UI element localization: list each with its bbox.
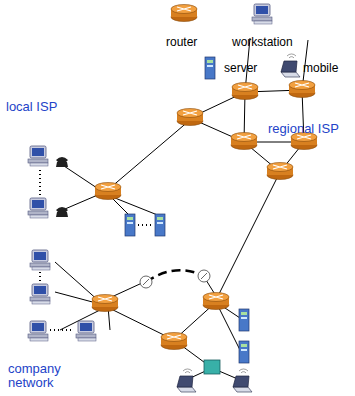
legend-text: router [166,36,197,49]
legend-text: workstation [232,36,293,49]
region-label: regional ISP [268,122,339,136]
region-label: local ISP [6,100,57,114]
legend-text: server [224,62,257,75]
region-label: company network [8,362,70,391]
legend-text: mobile [303,62,338,75]
